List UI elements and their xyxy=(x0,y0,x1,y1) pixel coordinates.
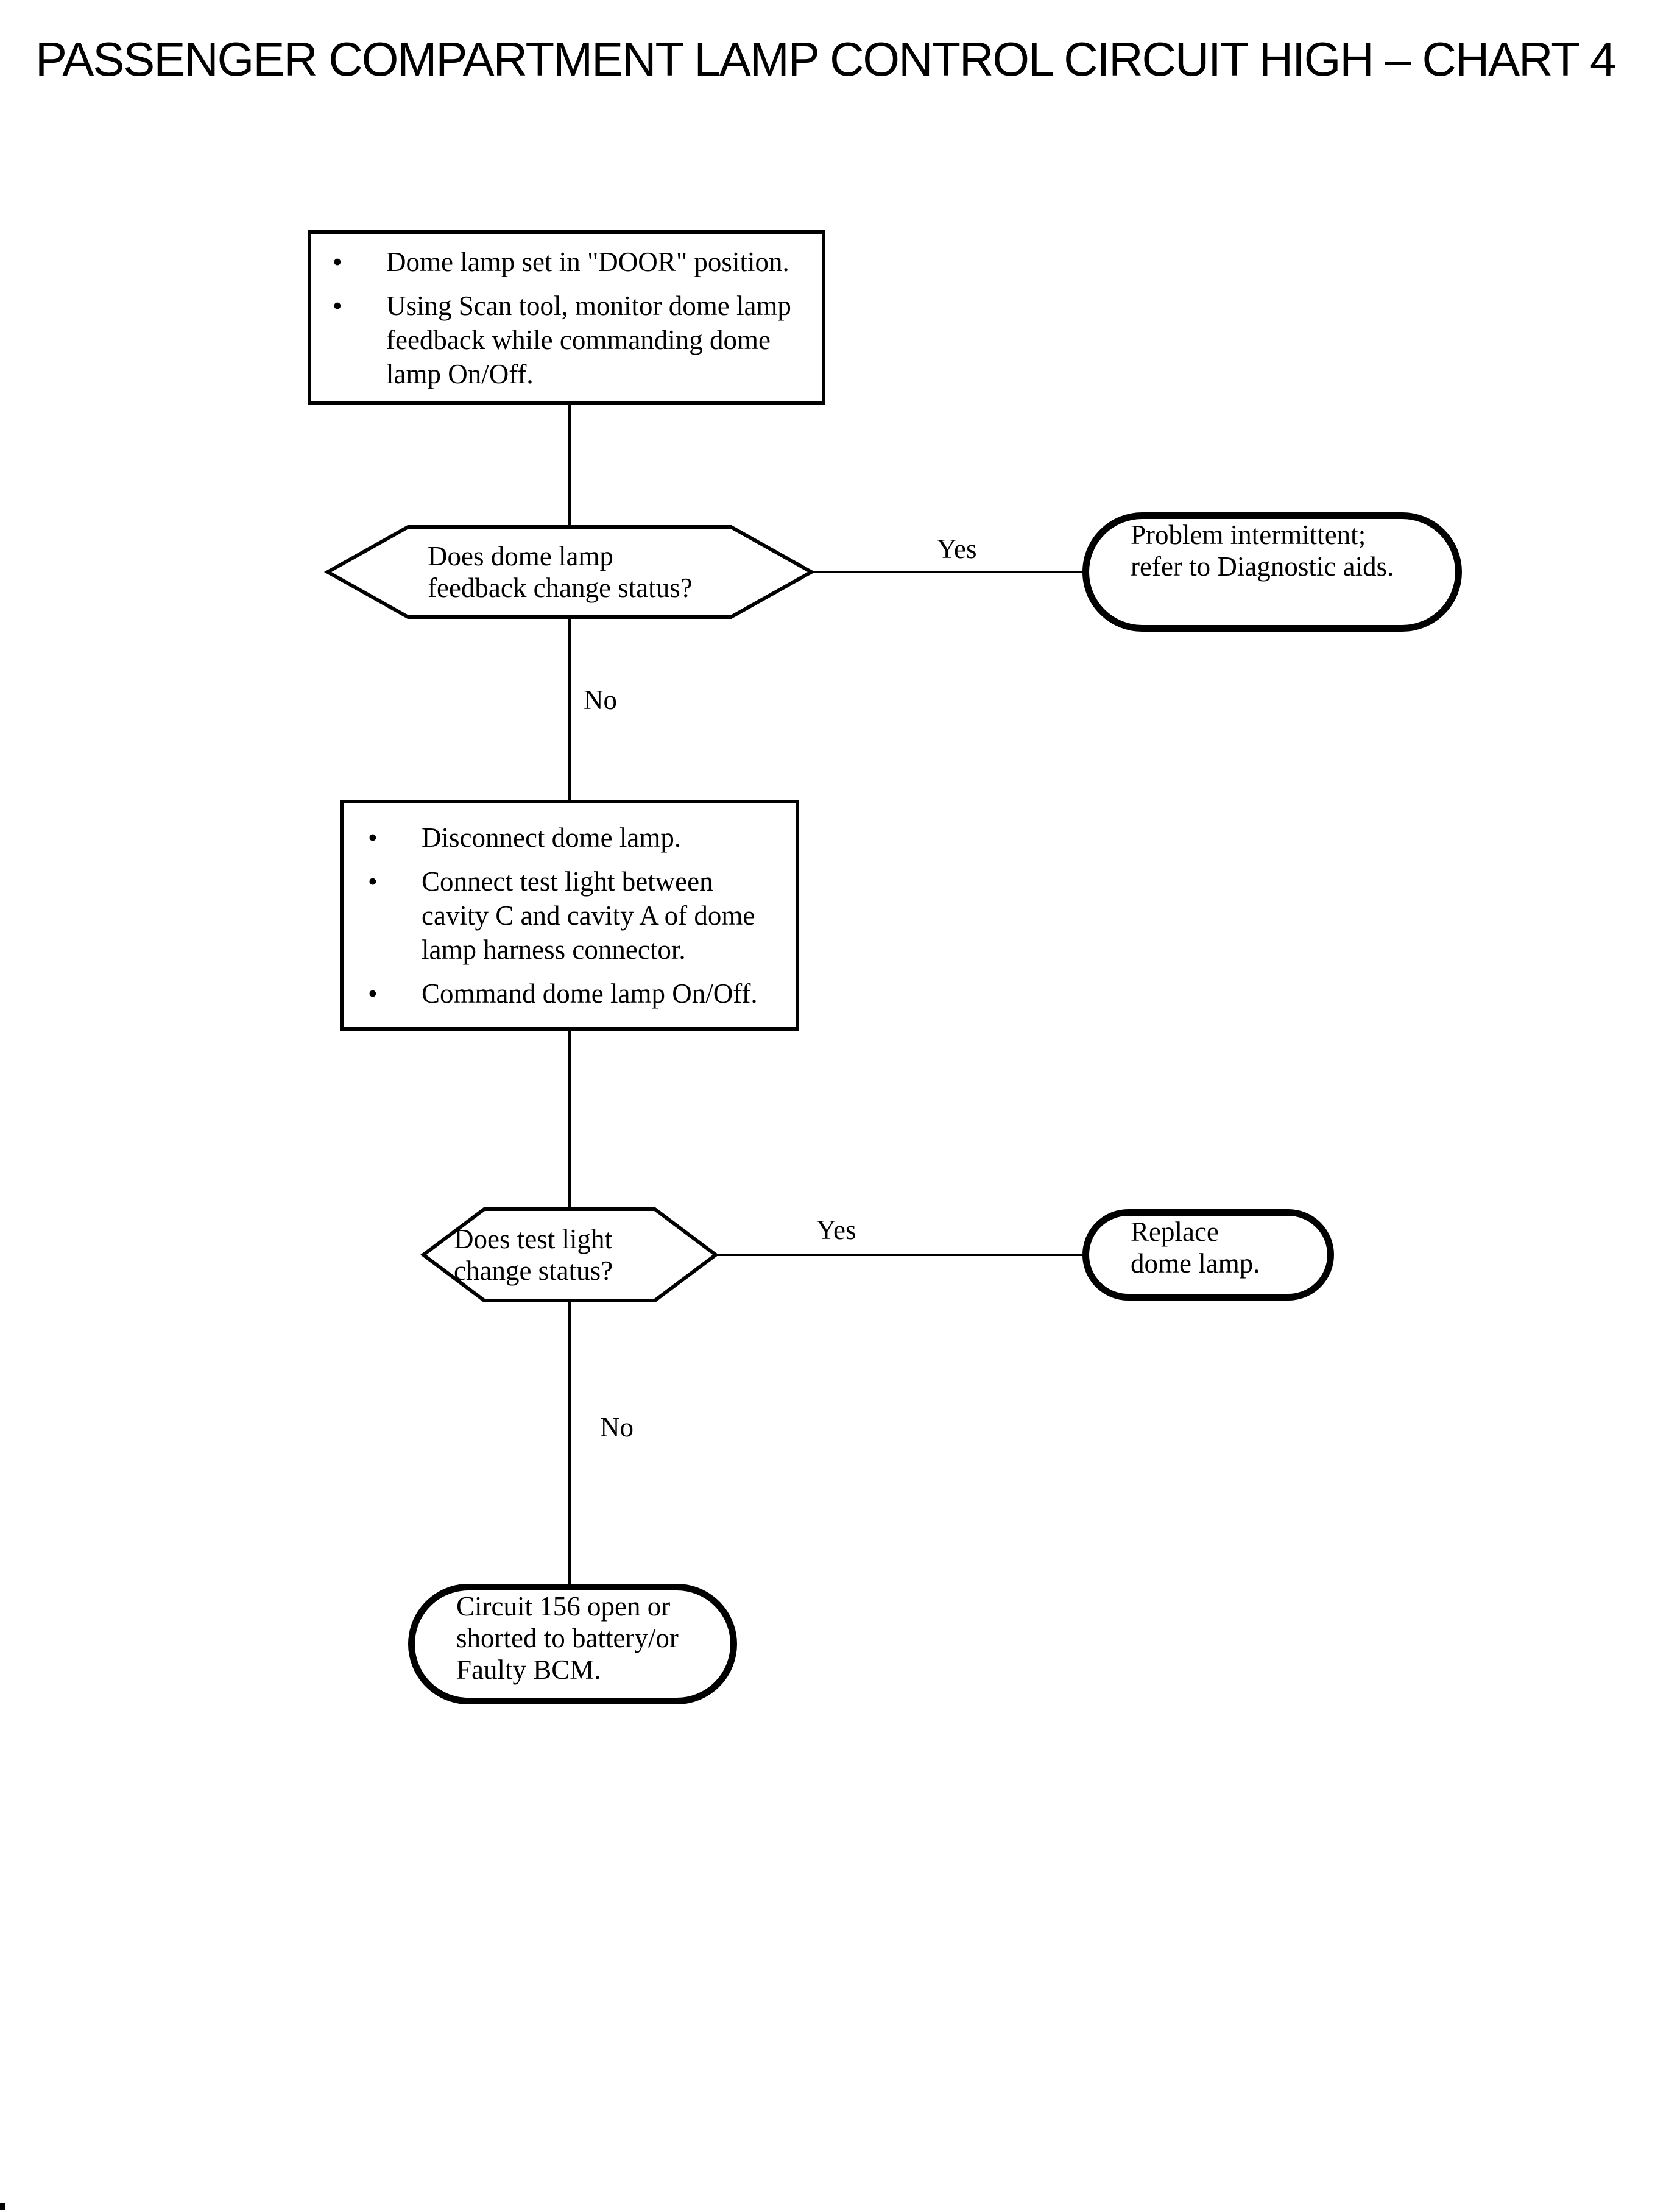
step1-box: • Dome lamp set in "DOOR" position. • Us… xyxy=(308,230,825,405)
terminal-circuit-text: Circuit 156 open or shorted to battery/o… xyxy=(456,1591,679,1685)
bullet-icon: • xyxy=(368,978,378,1009)
step2-bullet3-text: Command dome lamp On/Off. xyxy=(422,978,758,1009)
decision1-no-label: No xyxy=(584,685,617,715)
scan-artifact-dot xyxy=(0,2203,5,2210)
bullet-icon: • xyxy=(368,822,378,853)
decision2-hexagon xyxy=(420,1207,719,1302)
bullet-icon: • xyxy=(333,290,342,321)
terminal-replace: Replace dome lamp. xyxy=(1082,1209,1334,1301)
step1-bullet-item: • Dome lamp set in "DOOR" position. xyxy=(333,245,810,279)
step1-bullet2-text: Using Scan tool, monitor dome lamp feedb… xyxy=(386,290,791,389)
terminal-circuit: Circuit 156 open or shorted to battery/o… xyxy=(408,1584,737,1704)
decision1-hexagon xyxy=(323,525,816,619)
terminal-intermittent: Problem intermittent; refer to Diagnosti… xyxy=(1082,512,1462,632)
page-title: PASSENGER COMPARTMENT LAMP CONTROL CIRCU… xyxy=(35,32,1616,86)
terminal-replace-text: Replace dome lamp. xyxy=(1131,1216,1260,1279)
step2-bullet-item: • Command dome lamp On/Off. xyxy=(368,976,786,1011)
decision1-question: Does dome lamp feedback change status? xyxy=(428,541,693,603)
step1-bullet1-text: Dome lamp set in "DOOR" position. xyxy=(386,246,789,277)
decision1-yes-label: Yes xyxy=(937,534,977,564)
decision2-no-label: No xyxy=(600,1412,634,1442)
bullet-icon: • xyxy=(333,246,342,277)
step2-bullet-item: • Connect test light between cavity C an… xyxy=(368,864,786,967)
decision2-question: Does test light change status? xyxy=(454,1224,613,1286)
step2-box: • Disconnect dome lamp. • Connect test l… xyxy=(340,800,799,1031)
step1-bullet-item: • Using Scan tool, monitor dome lamp fee… xyxy=(333,289,810,391)
decision2-yes-label: Yes xyxy=(816,1215,856,1245)
step2-bullet-item: • Disconnect dome lamp. xyxy=(368,821,786,855)
step2-bullet2-text: Connect test light between cavity C and … xyxy=(422,866,755,965)
terminal-intermittent-text: Problem intermittent; refer to Diagnosti… xyxy=(1131,520,1394,582)
bullet-icon: • xyxy=(368,866,378,897)
step2-bullet1-text: Disconnect dome lamp. xyxy=(422,822,682,853)
